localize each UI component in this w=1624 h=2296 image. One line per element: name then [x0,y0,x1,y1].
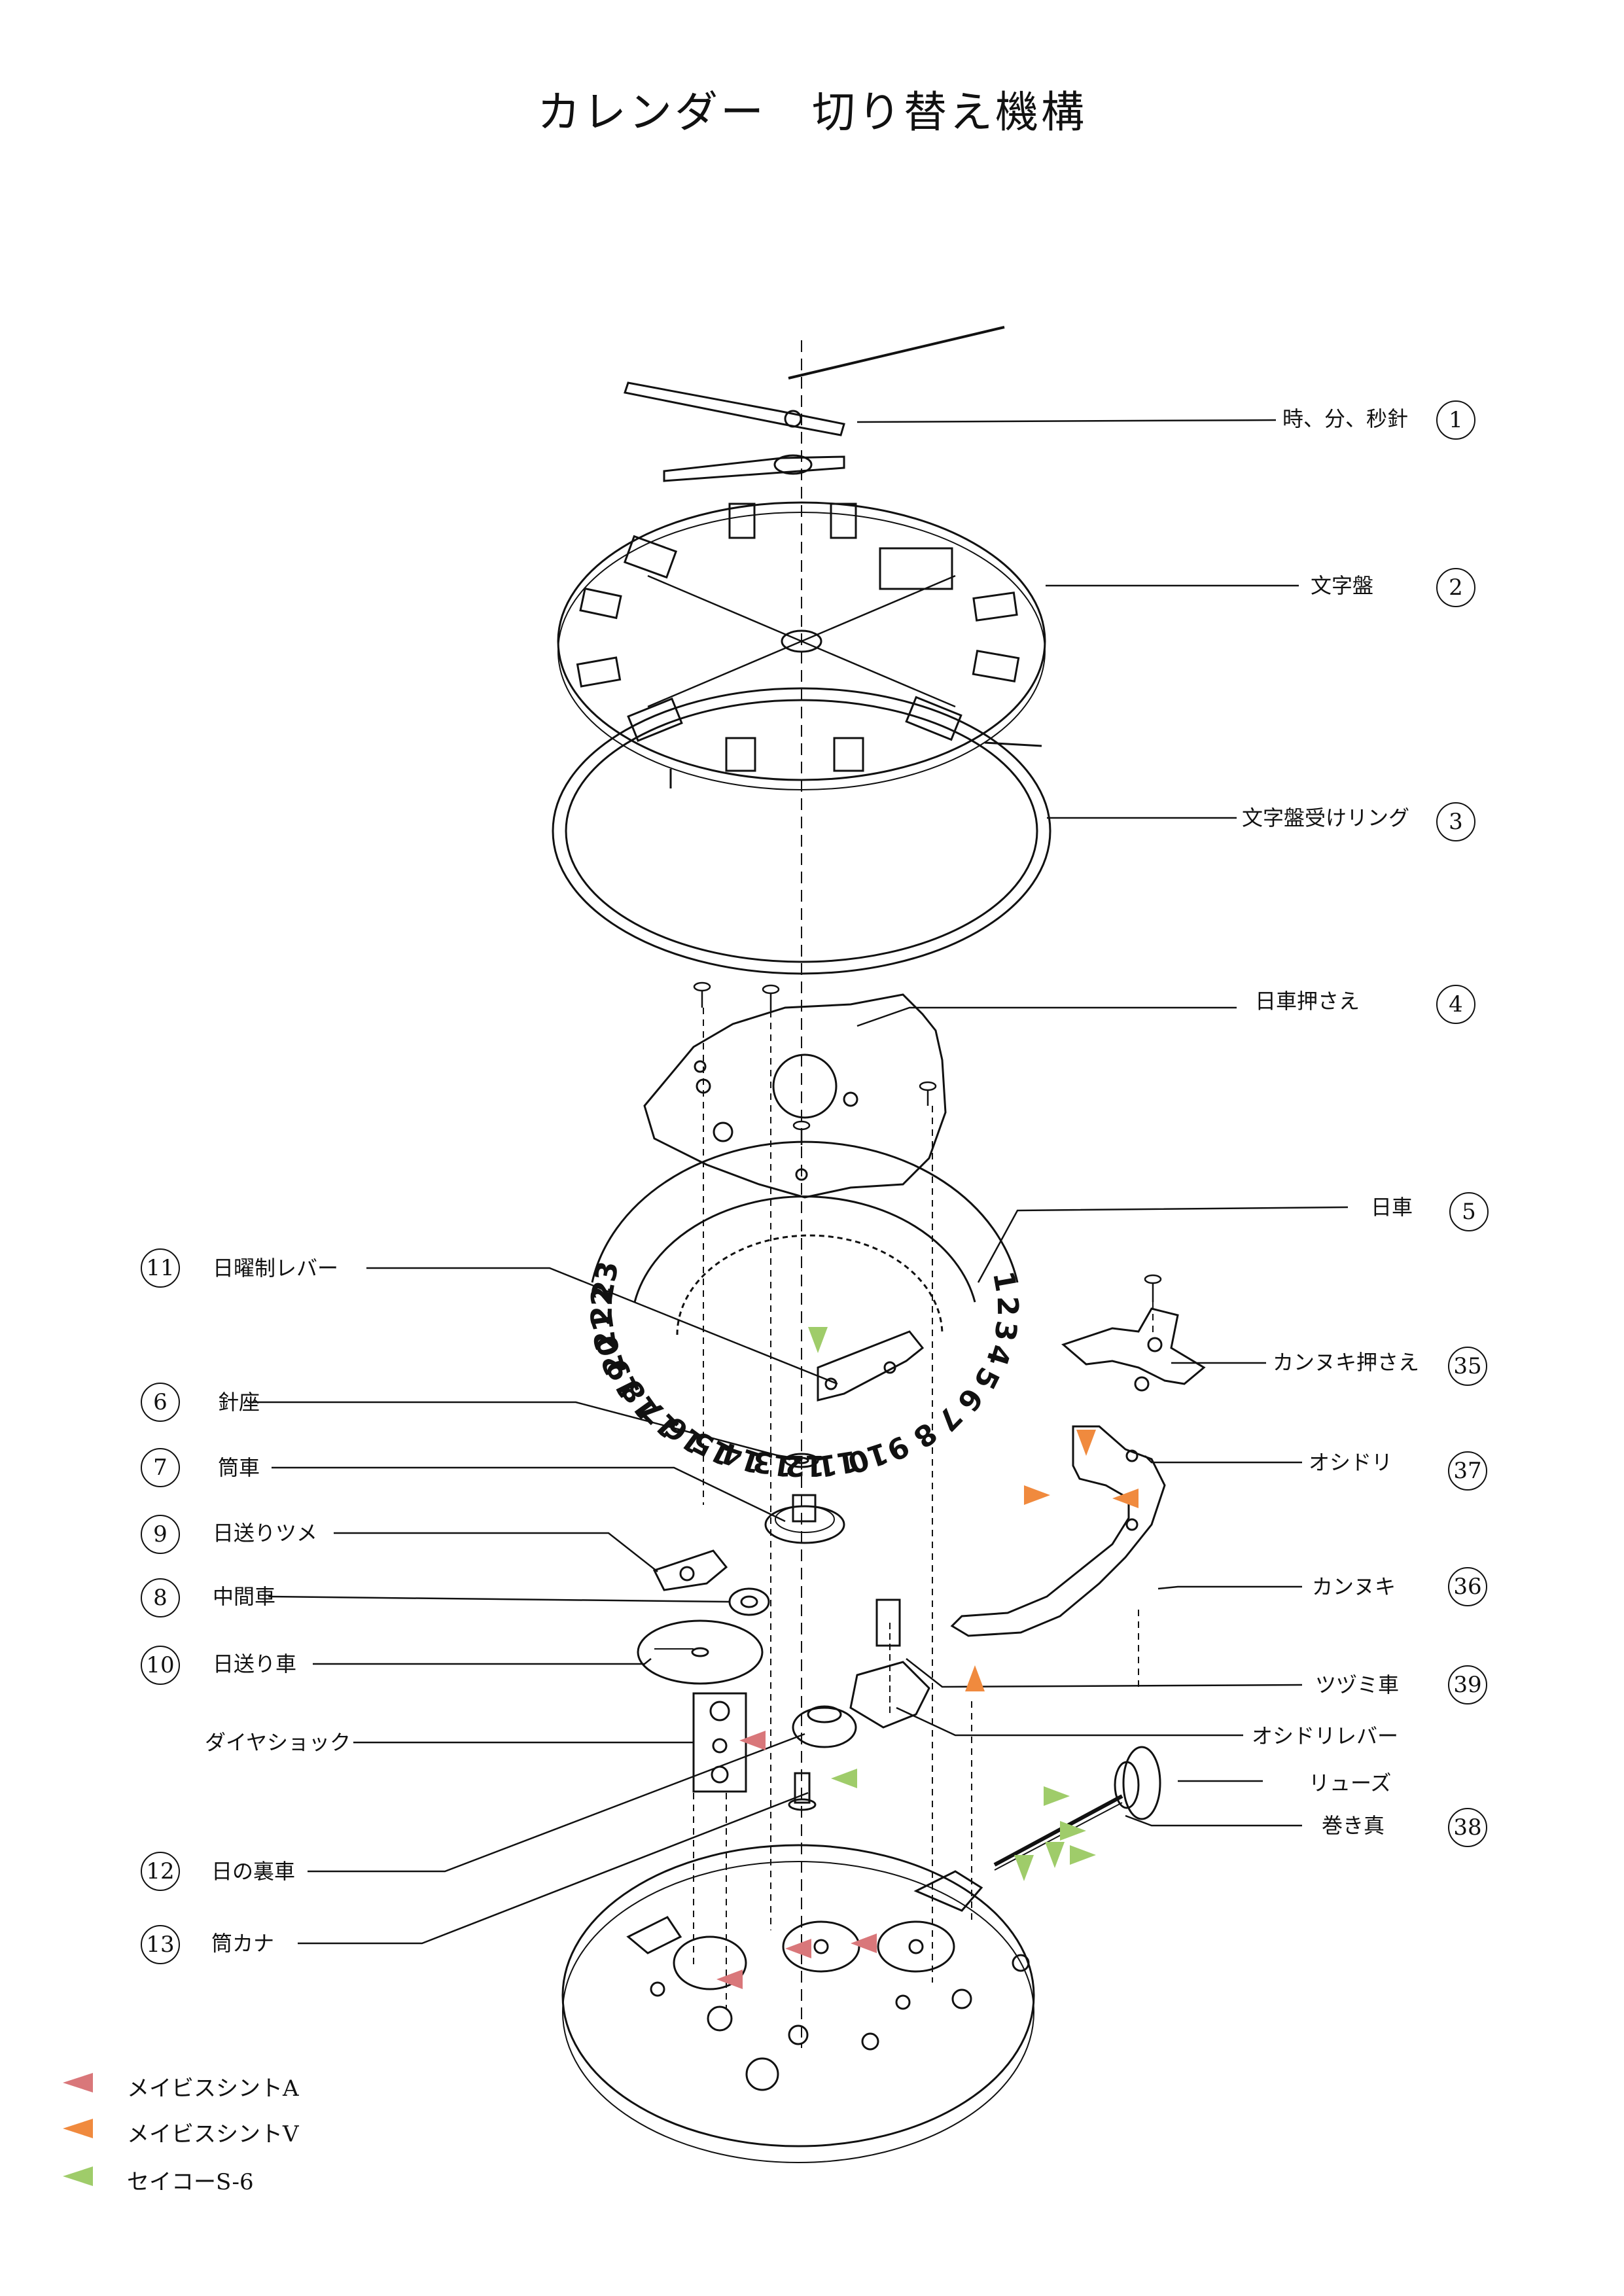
setting-lever-drawing [849,1598,930,1729]
date-numeral: 11 [815,1443,860,1483]
part-number-badge: 5 [1449,1192,1489,1231]
date-numeral: 22 [586,1286,620,1326]
dial-ring-drawing [552,687,1051,975]
part-label: 日車押さえ [1255,989,1360,1014]
green-indicator-triangle [1044,1786,1070,1806]
screws-drawing [693,981,1162,1302]
legend-label: メイビスシントV [127,2121,299,2147]
day-lock-lever-drawing [817,1330,925,1402]
green-indicator-triangle [1045,1842,1065,1868]
date-numeral: 8 [907,1415,943,1454]
hands-drawing [624,326,1005,482]
part-number-badge: 37 [1448,1451,1487,1491]
date-finger-drawing [652,1549,728,1591]
main-plate-drawing [561,1844,1035,2163]
part-number-badge: 3 [1436,802,1475,841]
indicator-triangles [716,1327,1139,1989]
part-label: オシドリ [1309,1450,1393,1475]
red-triangle-icon [63,2073,93,2093]
part-label: 文字盤受けリング [1242,805,1410,830]
date-numeral: 4 [980,1341,1017,1369]
green-indicator-triangle [831,1769,857,1788]
part-number-badge: 13 [141,1925,180,1964]
part-number-badge: 7 [141,1448,180,1487]
part-label: ダイヤショック [205,1730,351,1755]
legend-label: メイビスシントA [127,2075,299,2102]
yoke-holder-drawing [1061,1307,1206,1392]
part-number-badge: 10 [141,1646,180,1685]
part-label: ツヅミ車 [1315,1672,1400,1697]
part-number-badge: 12 [141,1852,180,1891]
red-indicator-triangle [716,1969,743,1989]
orange-indicator-triangle [1024,1485,1050,1505]
part-number-badge: 36 [1448,1567,1487,1606]
legend-label: セイコーS-6 [127,2169,254,2195]
orange-indicator-triangle [965,1665,985,1691]
page-title: カレンダー 切り替え機構 [537,87,1087,137]
date-numeral: 1 [986,1269,1023,1294]
part-label: カンヌキ押さえ [1273,1350,1420,1375]
hour-wheel-drawing [764,1453,845,1544]
part-number-badge: 38 [1448,1808,1487,1847]
part-label: 日送りツメ [213,1521,318,1545]
part-number-badge: 39 [1448,1665,1487,1704]
part-label: 日の裏車 [211,1859,296,1884]
minute-wheel-drawing [792,1705,857,1748]
part-label: 日曜制レバー [213,1256,339,1280]
part-label: 中間車 [213,1584,276,1609]
orange-triangle-icon [63,2119,93,2138]
part-label: 筒カナ [211,1931,275,1956]
green-indicator-triangle [1070,1845,1096,1865]
part-label: 筒車 [218,1455,260,1480]
part-label: 巻き真 [1322,1813,1385,1838]
part-label: 針座 [218,1390,260,1415]
dial-drawing [557,501,1046,790]
date-numeral: 12 [785,1449,824,1482]
cannon-pinion-drawing [788,1772,817,1811]
part-number-badge: 2 [1436,568,1475,607]
part-number-badge: 35 [1448,1347,1487,1386]
date-numeral: 2 [991,1296,1024,1316]
green-indicator-triangle [1060,1821,1086,1841]
part-number-badge: 1 [1436,400,1475,440]
part-number-badge: 9 [141,1515,180,1554]
date-numeral: 23 [586,1259,626,1304]
part-label: 時、分、秒針 [1282,406,1409,431]
part-number-badge: 6 [141,1383,180,1422]
red-indicator-triangle [739,1731,766,1750]
red-indicator-triangle [785,1939,811,1958]
diashock-drawing [692,1692,747,1793]
yoke-drawing [950,1425,1166,1688]
green-indicator-triangle [1014,1855,1034,1881]
green-triangle-icon [63,2166,93,2186]
date-driving-wheel-drawing [637,1619,764,1685]
part-label: 日車 [1371,1195,1413,1220]
green-indicator-triangle [808,1327,828,1353]
leader-lines [249,419,1349,1945]
part-label: 日送り車 [213,1651,297,1676]
part-number-badge: 4 [1436,985,1475,1024]
guide-lines [693,1008,1154,2009]
part-number-badge: 8 [141,1578,180,1617]
date-wheel-guard-drawing [643,993,947,1199]
orange-indicator-triangle [1112,1489,1139,1508]
date-numeral: 21 [585,1309,624,1353]
date-wheel-drawing [591,1140,1019,1335]
part-label: リューズ [1309,1771,1392,1795]
red-indicator-triangle [851,1934,877,1953]
part-number-badge: 11 [141,1248,180,1288]
part-label: 文字盤 [1311,573,1374,598]
part-label: オシドリレバー [1252,1723,1399,1748]
date-numeral: 3 [987,1318,1023,1343]
orange-indicator-triangle [1076,1430,1096,1456]
part-label: カンヌキ [1312,1574,1396,1599]
intermediate-wheel-drawing [728,1587,770,1616]
